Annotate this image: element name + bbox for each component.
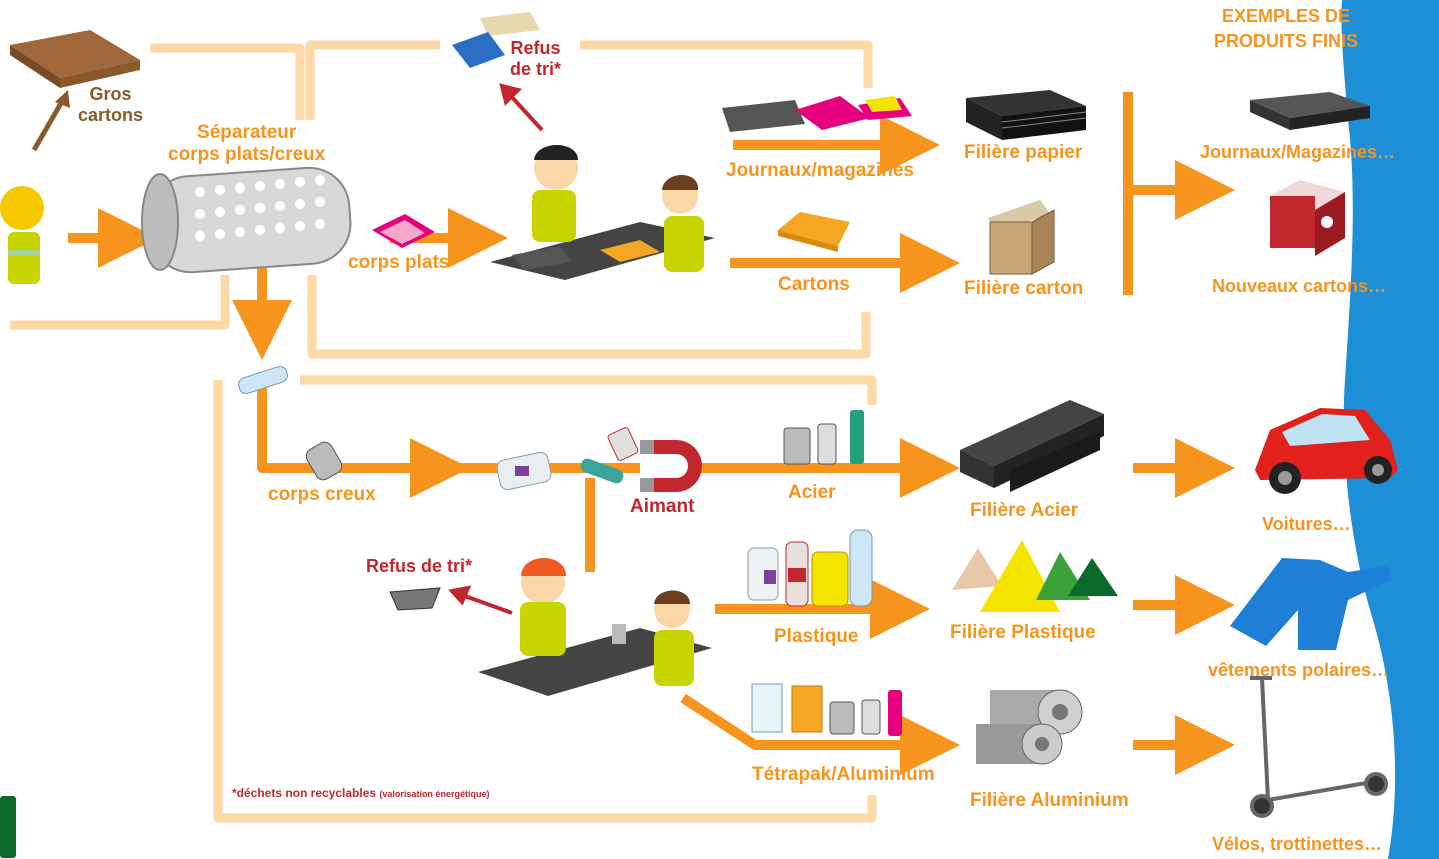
filiere-plastique-label: Filière Plastique — [950, 622, 1096, 643]
light-return-paths — [10, 40, 877, 823]
sorting-table-containers — [478, 558, 712, 696]
newspapers-icon — [722, 96, 912, 132]
journaux-label: Journaux/magazines — [726, 160, 914, 181]
car-icon — [1255, 408, 1398, 494]
bin-icon — [0, 796, 16, 858]
corps-creux-label: corps creux — [268, 484, 376, 505]
produit-vetements-label: vêtements polaires… — [1208, 660, 1390, 680]
gros-cartons-label: Gros cartons — [78, 84, 143, 126]
paper-stack-icon — [966, 90, 1087, 140]
filiere-acier-label: Filière Acier — [970, 500, 1079, 521]
flat-carton-icon — [778, 212, 850, 252]
blue-side-panel — [1341, 0, 1439, 859]
sweater-icon — [1230, 558, 1390, 650]
scooter-icon — [1250, 676, 1388, 818]
gros-cartons-line2: cartons — [78, 105, 144, 125]
tetrapak-label: Tétrapak/Aluminium — [752, 764, 935, 785]
gros-cartons-line1: Gros — [89, 84, 132, 104]
produit-voitures-label: Voitures… — [1262, 514, 1351, 534]
can-icon — [305, 441, 343, 481]
footnote-main: *déchets non recyclables — [232, 786, 377, 800]
separateur-label: Séparateur corps plats/creux — [168, 122, 325, 166]
magazine-icon — [372, 214, 435, 248]
refus-top-line1: Refus — [510, 38, 561, 58]
cube-product-icon — [1270, 180, 1345, 256]
carton-box-icon — [988, 200, 1055, 275]
footnote-detail: (valorisation énergétique) — [379, 789, 490, 799]
exemples-line1: EXEMPLES DE — [1221, 6, 1351, 26]
plastic-jug-icon — [496, 451, 552, 491]
filiere-papier-label: Filière papier — [964, 142, 1083, 163]
refus-top-line2: de tri* — [510, 59, 562, 79]
filiere-aluminium-label: Filière Aluminium — [970, 790, 1129, 811]
corps-plats-label: corps plats — [348, 252, 450, 273]
filiere-carton-label: Filière carton — [964, 278, 1084, 299]
acier-label: Acier — [788, 482, 836, 503]
worker-icon — [0, 186, 44, 284]
plastic-bottles-icon — [747, 529, 873, 607]
newspapers-product-icon — [1250, 92, 1370, 130]
separateur-line2: corps plats/creux — [168, 144, 326, 165]
aluminium-rolls-icon — [976, 689, 1083, 765]
tetrapak-cans-icon — [751, 683, 902, 736]
cartons-label: Cartons — [778, 274, 850, 295]
steel-bars-icon — [960, 400, 1104, 492]
refus-bottom-label: Refus de tri* — [366, 556, 473, 576]
produit-cartons-label: Nouveaux cartons… — [1212, 276, 1387, 296]
exemples-line2: PRODUITS FINIS — [1214, 31, 1359, 51]
exemples-heading: EXEMPLES DE PRODUITS FINIS — [1214, 6, 1358, 52]
bottle-icon — [238, 365, 288, 395]
separateur-line1: Séparateur — [197, 122, 297, 143]
brown-arrow — [31, 96, 67, 152]
magnet-icon — [580, 427, 702, 492]
refus-top-label: Refus de tri* — [510, 38, 561, 80]
plastic-piles-icon — [952, 540, 1118, 612]
steel-cans-icon — [783, 410, 864, 465]
rejected-tray-icon — [452, 12, 540, 68]
cardboard-box-icon — [10, 30, 140, 88]
aimant-label: Aimant — [630, 496, 695, 517]
rejected-tray-icon-bottom — [389, 587, 441, 611]
produit-journaux-label: Journaux/Magazines… — [1200, 142, 1396, 162]
plastique-label: Plastique — [774, 626, 859, 647]
sorting-table-paper — [490, 145, 715, 280]
produit-velos-label: Vélos, trottinettes… — [1212, 834, 1383, 854]
footnote: *déchets non recyclables (valorisation é… — [232, 786, 489, 800]
refus-arrows — [448, 83, 544, 615]
drum-separator-icon — [141, 166, 352, 274]
